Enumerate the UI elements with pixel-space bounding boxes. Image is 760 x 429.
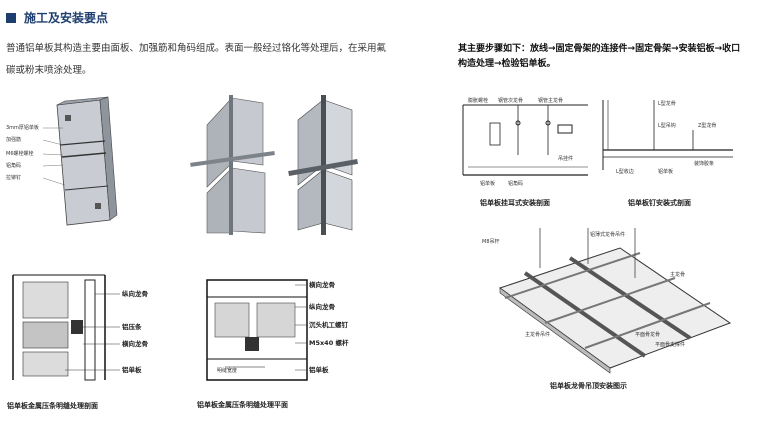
fig1-label: 加强筋 bbox=[6, 136, 21, 143]
fig7-label: 平面骨支撑件 bbox=[655, 341, 685, 348]
fig4-label: 装饰胶条 bbox=[694, 160, 714, 167]
fig7-label: 主龙骨 bbox=[670, 271, 685, 278]
section-title: 施工及安装要点 bbox=[24, 11, 109, 25]
fig4-label: Z型龙骨 bbox=[698, 122, 716, 129]
fig4-label: L型吊钩 bbox=[658, 122, 676, 129]
fig6-label: M5x40 螺杆 bbox=[309, 338, 349, 347]
fig4-label: 吊挂件 bbox=[558, 155, 573, 162]
fig6-caption: 铝单板金属压条明缝处理平面 bbox=[197, 400, 288, 409]
fig5-caption: 铝单板金属压条明缝处理剖面 bbox=[7, 401, 98, 410]
fig4-label: 膨胀螺栓 bbox=[468, 97, 488, 104]
figure-panel-structure: 3mm厚铝单板 加强筋 M6螺栓螺栓 铝角码 拉铆钉 bbox=[6, 96, 118, 226]
fig7-label: M8吊杆 bbox=[482, 238, 500, 245]
figure-panels-mounted bbox=[190, 95, 275, 235]
fig4-label: 铝单板 bbox=[658, 168, 673, 175]
fig4-label: L型收边 bbox=[616, 168, 634, 175]
figure-ceiling-isometric: M8吊杆 铝薄式龙骨吊件 主龙骨 主龙骨吊件 平面骨龙骨 平面骨支撑件 铝单板龙… bbox=[482, 228, 732, 390]
fig4-label: 钢管次龙骨 bbox=[498, 97, 523, 104]
fig5-label: 纵向龙骨 bbox=[122, 289, 149, 298]
fig6-label: 沉头机工螺钉 bbox=[309, 320, 349, 329]
fig7-label: 铝薄式龙骨吊件 bbox=[590, 231, 625, 238]
fig5-label: 铝单板 bbox=[122, 365, 142, 374]
figure-ceiling-sections: 膨胀螺栓 钢管次龙骨 钢管主龙骨 铝单板 铝角码 吊挂件 L型龙骨 L型吊钩 Z… bbox=[462, 97, 733, 207]
fig4-caption-left: 铝单板挂耳式安装剖面 bbox=[480, 198, 550, 207]
fig4-label: 铝角码 bbox=[508, 180, 523, 187]
figure-strip-section: 纵向龙骨 铝压条 横向龙骨 铝单板 铝单板金属压条明缝处理剖面 bbox=[7, 274, 149, 410]
fig7-label: 平面骨龙骨 bbox=[635, 331, 660, 338]
figure-strip-plan: 横向龙骨 纵向龙骨 沉头机工螺钉 M5x40 螺杆 铝单板 明缝宽度 铝单板金属… bbox=[197, 279, 349, 409]
fig1-label: M6螺栓螺栓 bbox=[6, 150, 34, 157]
fig4-label: 钢管主龙骨 bbox=[538, 97, 563, 104]
fig6-label: 纵向龙骨 bbox=[309, 302, 336, 311]
fig7-caption: 铝单板龙骨吊顶安装图示 bbox=[550, 381, 627, 390]
fig1-label: 铝角码 bbox=[6, 162, 21, 169]
fig1-label: 3mm厚铝单板 bbox=[6, 124, 39, 131]
fig5-label: 横向龙骨 bbox=[122, 339, 149, 348]
fig4-caption-right: 铝单板钉安装式剖面 bbox=[628, 198, 691, 207]
fig4-label: 铝单板 bbox=[480, 180, 495, 187]
fig4-label: L型龙骨 bbox=[658, 100, 676, 107]
fig6-label: 明缝宽度 bbox=[217, 367, 237, 374]
fig1-label: 拉铆钉 bbox=[6, 174, 21, 181]
fig7-label: 主龙骨吊件 bbox=[525, 331, 550, 338]
fig6-label: 横向龙骨 bbox=[309, 280, 336, 289]
fig5-label: 铝压条 bbox=[122, 322, 142, 331]
steps-paragraph: 其主要步骤如下：放线→固定骨架的连接件→固定骨架→安装铝板→收口构造处理→检验铝… bbox=[458, 44, 741, 69]
fig6-label: 铝单板 bbox=[309, 365, 329, 374]
intro-paragraph: 普通铝单板其构造主要由面板、加强筋和角码组成。表面一般经过铬化等处理后，在采用氟… bbox=[6, 43, 387, 76]
section-header: 施工及安装要点 bbox=[6, 9, 108, 26]
figure-panels-frame bbox=[288, 95, 358, 235]
header-marker bbox=[6, 12, 16, 23]
